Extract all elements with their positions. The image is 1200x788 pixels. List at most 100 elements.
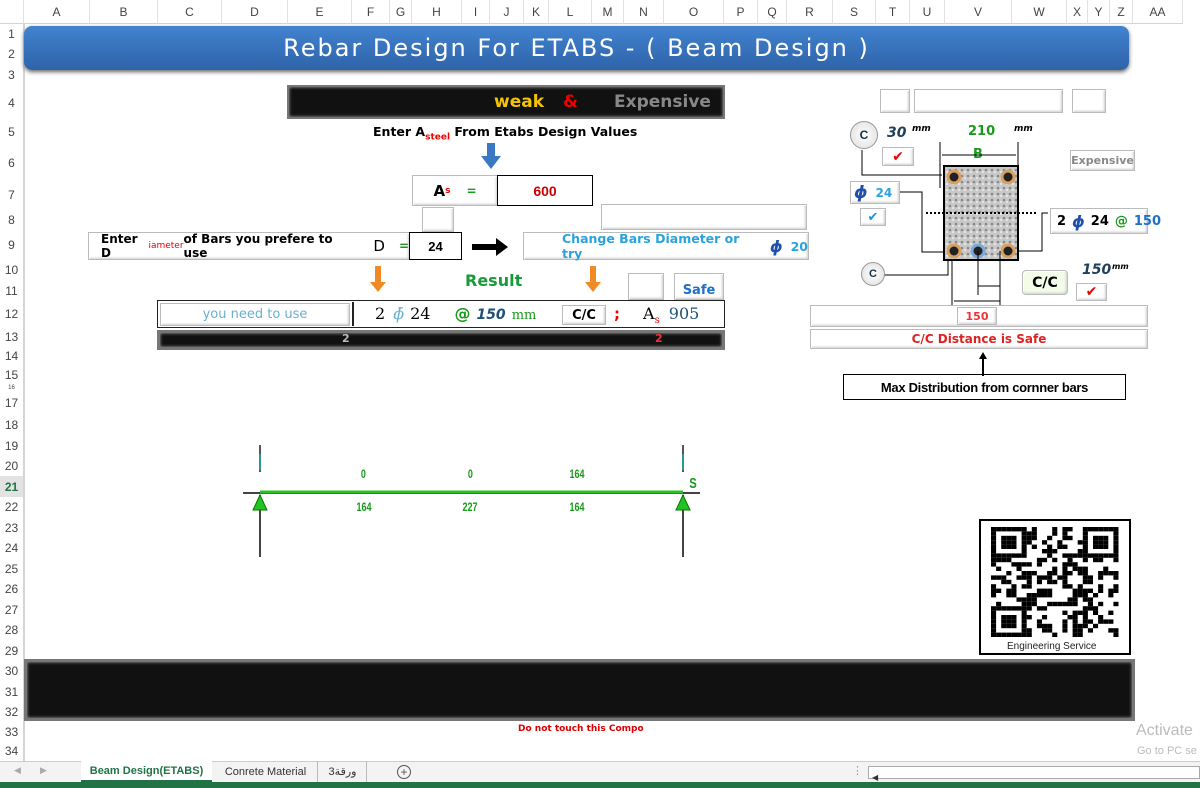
column-header[interactable]: H xyxy=(412,0,462,24)
side-count: 2 xyxy=(1057,213,1067,229)
bar-dia: 24 xyxy=(410,304,431,323)
row-header[interactable]: 33 xyxy=(0,722,24,741)
bar-count: 2 xyxy=(375,304,386,323)
support-icon xyxy=(675,493,691,511)
safe-label: Safe xyxy=(682,283,716,298)
row-header[interactable]: 12 xyxy=(0,301,24,327)
row-header[interactable]: 31 xyxy=(0,681,24,702)
section-drawing xyxy=(861,142,1048,310)
need-label: you need to use xyxy=(202,307,308,322)
phi-value: 24 xyxy=(875,185,893,200)
row-header[interactable]: 10 xyxy=(0,258,24,281)
semicolon: ; xyxy=(614,305,620,323)
phi-symbol: ϕ xyxy=(769,236,783,256)
row-header[interactable]: 26 xyxy=(0,579,24,599)
cc-value: 150 xyxy=(1082,262,1112,278)
column-header[interactable]: G xyxy=(390,0,412,24)
row-header[interactable]: 14 xyxy=(0,347,24,365)
column-header[interactable]: D xyxy=(222,0,288,24)
tab-sheet3[interactable]: ورقة3 xyxy=(319,761,367,782)
row-header[interactable]: 22 xyxy=(0,497,24,517)
row-header[interactable]: 28 xyxy=(0,620,24,640)
row-header[interactable]: 21 xyxy=(0,476,24,497)
row-header[interactable]: 7 xyxy=(0,182,24,207)
row-header[interactable]: 11 xyxy=(0,281,24,301)
end-label: S xyxy=(689,475,697,492)
blank-cell xyxy=(880,89,910,113)
column-header[interactable]: T xyxy=(876,0,910,24)
row-header[interactable]: 8 xyxy=(0,207,24,232)
diameter-input[interactable]: 24 xyxy=(409,232,462,260)
row-header[interactable]: 15 xyxy=(0,365,24,385)
as-input[interactable]: 600 xyxy=(497,175,593,206)
row-header[interactable]: 24 xyxy=(0,538,24,558)
d-label: D xyxy=(373,237,385,255)
tab-scroll-left[interactable]: ◀ xyxy=(14,765,21,775)
column-header[interactable]: Y xyxy=(1088,0,1110,24)
row-header[interactable]: 29 xyxy=(0,640,24,661)
row-header[interactable]: 1 xyxy=(0,24,24,43)
arrow-down-orange-icon xyxy=(370,266,386,292)
row-header[interactable]: 16 xyxy=(0,385,24,391)
row-header[interactable]: 13 xyxy=(0,327,24,347)
column-header[interactable]: R xyxy=(787,0,833,24)
row-header[interactable]: 19 xyxy=(0,435,24,456)
row-header[interactable]: 5 xyxy=(0,121,24,143)
column-header[interactable]: L xyxy=(549,0,592,24)
column-header[interactable]: J xyxy=(490,0,524,24)
row-header[interactable]: 25 xyxy=(0,558,24,579)
row-header[interactable]: 2 xyxy=(0,43,24,65)
column-header[interactable]: Q xyxy=(758,0,787,24)
row-header[interactable]: 17 xyxy=(0,390,24,415)
column-header[interactable]: B xyxy=(90,0,158,24)
splitter-icon[interactable]: ⋮ xyxy=(852,765,863,777)
column-header[interactable]: X xyxy=(1067,0,1088,24)
phi-check[interactable]: ✔ xyxy=(860,208,886,226)
phi-symbol: ϕ xyxy=(1072,211,1085,231)
column-header[interactable]: I xyxy=(462,0,490,24)
cover-button[interactable]: C xyxy=(850,121,878,149)
column-header[interactable]: P xyxy=(724,0,758,24)
row-header[interactable]: 23 xyxy=(0,517,24,538)
horizontal-scrollbar[interactable]: ◀ xyxy=(868,766,1200,782)
row-header[interactable]: 30 xyxy=(0,661,24,681)
column-header[interactable]: F xyxy=(352,0,390,24)
column-header[interactable]: C xyxy=(158,0,222,24)
row-header[interactable]: 20 xyxy=(0,456,24,476)
asteel-instruction: Enter Asteel From Etabs Design Values xyxy=(373,124,637,143)
row-header[interactable]: 32 xyxy=(0,702,24,722)
tab-concrete-material[interactable]: Conrete Material xyxy=(214,761,318,782)
column-header[interactable]: A xyxy=(24,0,90,24)
count-left: 2 xyxy=(342,332,350,345)
arrow-down-blue-icon xyxy=(481,143,501,169)
column-header[interactable]: E xyxy=(288,0,352,24)
row-header[interactable]: 27 xyxy=(0,599,24,620)
row-header[interactable]: 18 xyxy=(0,415,24,435)
add-sheet-button[interactable]: + xyxy=(397,765,411,779)
row-header[interactable]: 9 xyxy=(0,232,24,258)
count-right: 2 xyxy=(655,332,663,345)
column-header[interactable]: W xyxy=(1012,0,1067,24)
column-header[interactable]: M xyxy=(592,0,624,24)
tab-beam-design[interactable]: Beam Design(ETABS) xyxy=(81,761,212,782)
column-header[interactable]: O xyxy=(664,0,724,24)
row-header[interactable]: 4 xyxy=(0,85,24,121)
column-header[interactable]: V xyxy=(945,0,1012,24)
cc-check[interactable]: ✔ xyxy=(1076,283,1107,301)
qr-code-icon xyxy=(991,527,1119,637)
cover-check[interactable]: ✔ xyxy=(882,147,914,166)
column-header[interactable]: S xyxy=(833,0,876,24)
column-header[interactable]: AA xyxy=(1133,0,1183,24)
row-header[interactable]: 6 xyxy=(0,143,24,182)
row-header[interactable]: 34 xyxy=(0,741,24,761)
row-header[interactable]: 3 xyxy=(0,65,24,85)
cc-button[interactable]: C/C xyxy=(1022,270,1068,295)
column-header[interactable]: N xyxy=(624,0,664,24)
tab-scroll-right[interactable]: ▶ xyxy=(40,765,47,775)
column-header[interactable]: U xyxy=(910,0,945,24)
column-header[interactable]: Z xyxy=(1110,0,1133,24)
column-header[interactable]: K xyxy=(524,0,549,24)
bottom-cover-button[interactable]: C xyxy=(861,262,885,286)
select-all-corner[interactable] xyxy=(0,0,24,24)
arrow-up-icon xyxy=(979,352,987,376)
